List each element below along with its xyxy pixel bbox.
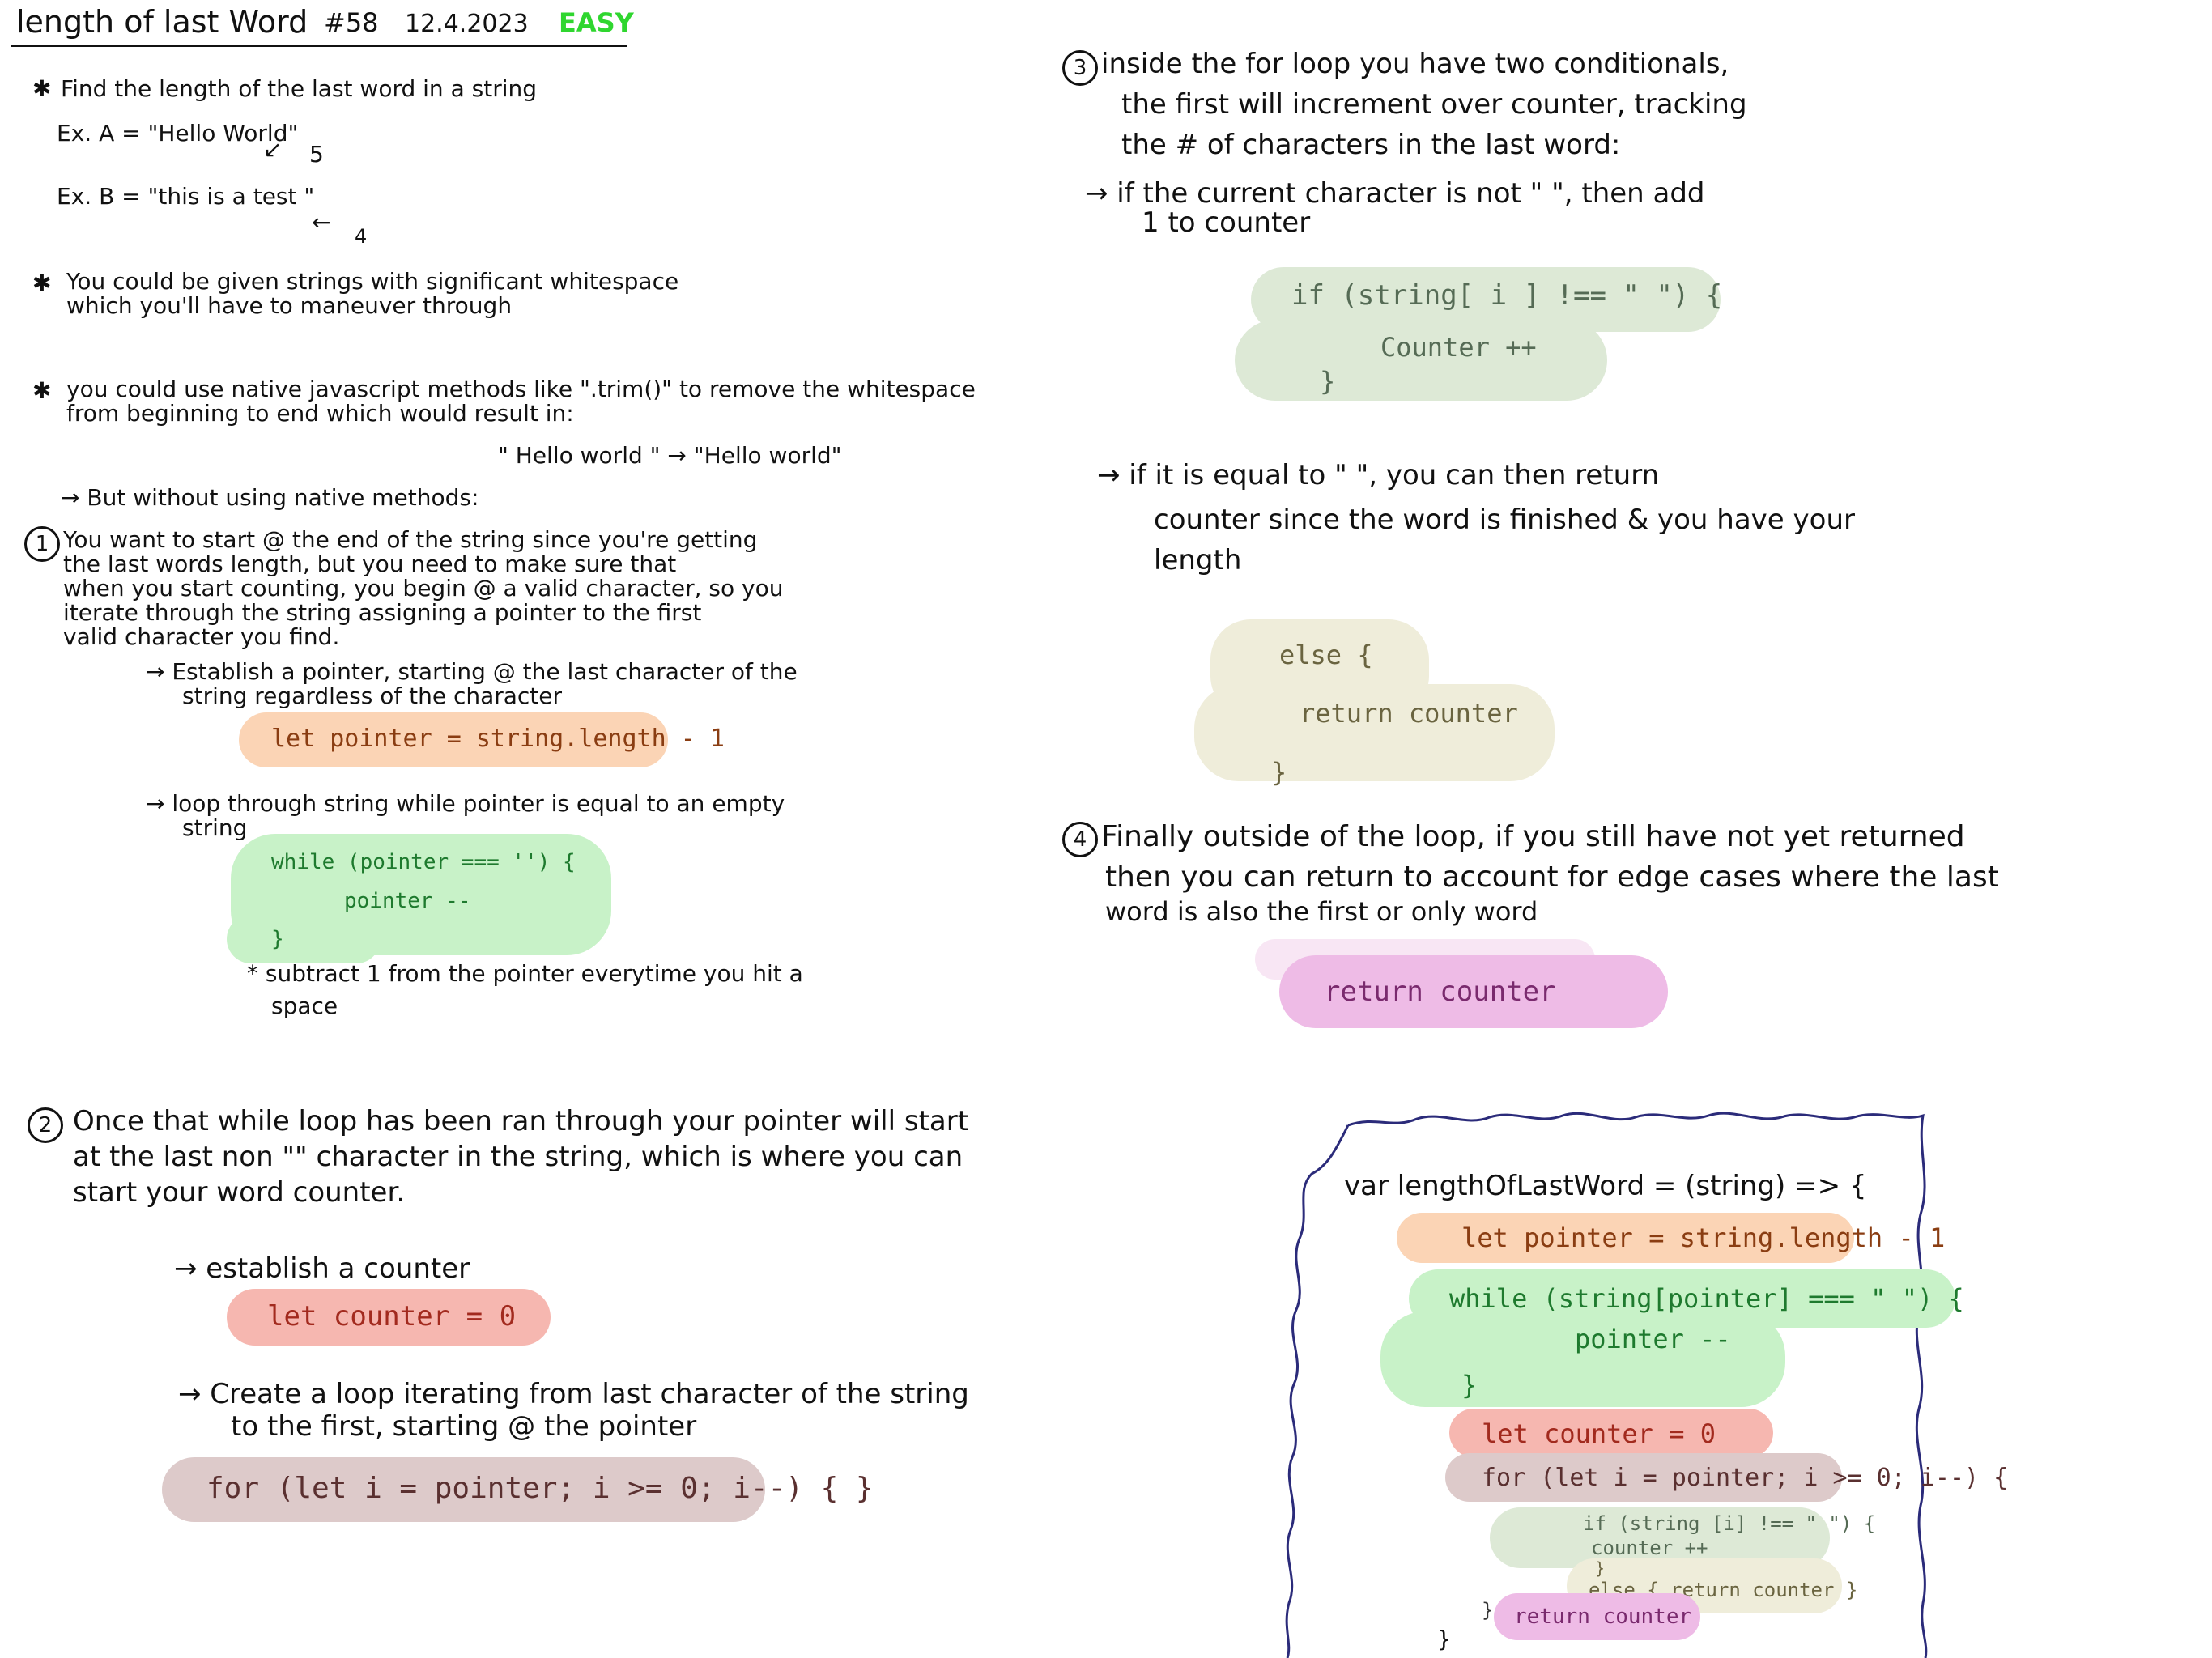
code-else-3: } xyxy=(1271,757,1287,788)
code-pointer: let pointer = string.length - 1 xyxy=(271,725,725,753)
arrow-if-2: 1 to counter xyxy=(1142,206,1311,239)
final-line-2: let pointer = string.length - 1 xyxy=(1461,1222,1946,1253)
final-line-6: let counter = 0 xyxy=(1482,1418,1716,1449)
step-4-line-2: then you can return to account for edge … xyxy=(1105,861,1999,894)
code-else-2: return counter xyxy=(1300,698,1518,729)
step-1-line-4: iterate through the string assigning a p… xyxy=(63,599,702,626)
orange-highlight xyxy=(1397,1213,1854,1263)
code-if-1: if (string[ i ] !== " ") { xyxy=(1291,279,1723,312)
difficulty-badge: EASY xyxy=(559,7,634,38)
page-title: length of last Word xyxy=(16,4,308,40)
step-1-line-3: when you start counting, you begin @ a v… xyxy=(63,575,784,602)
sage-highlight xyxy=(1235,320,1607,401)
step-1-line-5: valid character you find. xyxy=(63,623,340,650)
code-if-2: Counter ++ xyxy=(1380,332,1537,363)
final-line-9: counter ++ xyxy=(1591,1537,1708,1559)
step-1-line-1: You want to start @ the end of the strin… xyxy=(63,526,758,553)
code-if-3: } xyxy=(1320,366,1336,397)
code-for: for (let i = pointer; i >= 0; i--) { } xyxy=(206,1472,874,1505)
subtract-note-2: space xyxy=(271,993,338,1019)
step-1-number: 1 xyxy=(24,526,60,562)
code-while-3: } xyxy=(271,927,284,951)
example-a-value: 5 xyxy=(309,141,324,168)
final-line-14: } xyxy=(1437,1626,1451,1652)
problem-number: #58 xyxy=(324,7,379,38)
example-a: Ex. A = "Hello World" xyxy=(57,120,299,147)
arrow-loop-1: → loop through string while pointer is e… xyxy=(146,790,785,817)
final-line-4: pointer -- xyxy=(1575,1324,1731,1354)
final-line-3: while (string[pointer] === " ") { xyxy=(1449,1283,1964,1314)
star-bullet-icon: ✱ xyxy=(32,377,52,404)
arrow-else-1: → if it is equal to " ", you can then re… xyxy=(1097,459,1660,491)
star-bullet-icon: ✱ xyxy=(32,75,52,102)
step-4-number: 4 xyxy=(1062,822,1098,857)
step-3-line-1: inside the for loop you have two conditi… xyxy=(1101,48,1729,80)
step-2-line-2: at the last non "" character in the stri… xyxy=(73,1141,963,1173)
orange-highlight xyxy=(239,712,668,767)
star-bullet-icon: ✱ xyxy=(32,270,52,296)
arrow-else-2: counter since the word is finished & you… xyxy=(1154,504,1855,536)
green-highlight xyxy=(227,915,381,963)
code-while-2: pointer -- xyxy=(344,889,471,913)
step-4-line-1: Finally outside of the loop, if you stil… xyxy=(1101,820,1965,853)
arrow-pointer-1: → Establish a pointer, starting @ the la… xyxy=(146,658,798,685)
example-a-arrow-icon: ↙ xyxy=(263,136,283,163)
final-line-10: } xyxy=(1595,1558,1606,1578)
sage-highlight xyxy=(1490,1507,1830,1568)
bullet-whitespace-1: You could be given strings with signific… xyxy=(66,268,679,295)
but-without-native: → But without using native methods: xyxy=(61,484,479,511)
step-3-line-2: the first will increment over counter, t… xyxy=(1121,88,1747,121)
final-line-13: return counter xyxy=(1514,1605,1692,1629)
final-line-5: } xyxy=(1461,1370,1478,1401)
bullet-whitespace-2: which you'll have to maneuver through xyxy=(66,292,513,319)
arrow-counter: → establish a counter xyxy=(174,1252,470,1285)
subtract-note-1: * subtract 1 from the pointer everytime … xyxy=(247,960,803,987)
arrow-loop-2: string xyxy=(182,814,248,841)
title-underline xyxy=(11,45,627,47)
bullet-trim-1: you could use native javascript methods … xyxy=(66,376,976,402)
code-else-1: else { xyxy=(1279,640,1373,670)
arrow-else-3: length xyxy=(1154,544,1242,576)
step-2-line-3: start your word counter. xyxy=(73,1176,406,1209)
arrow-pointer-2: string regardless of the character xyxy=(182,682,563,709)
final-line-8: if (string [i] !== " ") { xyxy=(1583,1512,1876,1535)
red-highlight xyxy=(227,1289,551,1346)
trim-example: " Hello world " → "Hello world" xyxy=(498,442,842,469)
step-3-number: 3 xyxy=(1062,50,1098,86)
arrow-if-1: → if the current character is not " ", t… xyxy=(1085,177,1705,210)
arrow-for-1: → Create a loop iterating from last char… xyxy=(178,1378,969,1410)
cream-highlight xyxy=(1194,684,1555,781)
pink-highlight xyxy=(1494,1593,1700,1640)
code-return: return counter xyxy=(1324,976,1556,1008)
code-counter: let counter = 0 xyxy=(267,1300,517,1333)
arrow-for-2: to the first, starting @ the pointer xyxy=(231,1410,697,1443)
final-line-12: } xyxy=(1482,1599,1494,1622)
code-while-1: while (pointer === '') { xyxy=(271,850,576,874)
example-b: Ex. B = "this is a test " xyxy=(57,183,315,210)
green-highlight xyxy=(1380,1312,1785,1407)
bullet-find-length: Find the length of the last word in a st… xyxy=(61,75,537,102)
bullet-trim-2: from beginning to end which would result… xyxy=(66,400,574,427)
final-line-7: for (let i = pointer; i >= 0; i--) { xyxy=(1482,1464,2009,1492)
step-2-line-1: Once that while loop has been ran throug… xyxy=(73,1105,969,1137)
final-line-1: var lengthOfLastWord = (string) => { xyxy=(1344,1170,1867,1202)
pink-highlight xyxy=(1279,955,1668,1028)
step-4-line-3: word is also the first or only word xyxy=(1105,896,1538,927)
mauve-highlight xyxy=(1445,1453,1842,1502)
example-b-arrow-icon: ← xyxy=(312,209,331,236)
problem-date: 12.4.2023 xyxy=(405,10,529,38)
example-b-value: 4 xyxy=(355,225,368,248)
step-2-number: 2 xyxy=(28,1107,63,1143)
step-3-line-3: the # of characters in the last word: xyxy=(1121,129,1621,161)
mauve-highlight xyxy=(162,1457,765,1522)
step-1-line-2: the last words length, but you need to m… xyxy=(63,551,677,577)
red-highlight xyxy=(1449,1409,1773,1457)
